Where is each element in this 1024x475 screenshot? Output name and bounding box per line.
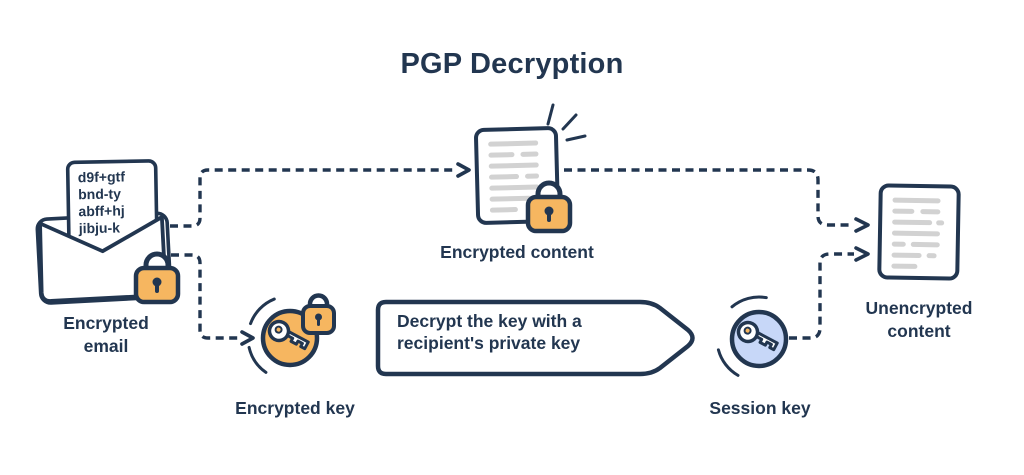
arrow-email-to-content	[170, 162, 471, 228]
decrypt-step-text: Decrypt the key with a recipient's priva…	[397, 310, 667, 354]
sparkle-marks	[546, 103, 587, 142]
key-icon	[736, 320, 779, 352]
encrypted-key-icon	[246, 293, 336, 382]
diagram-title: PGP Decryption	[400, 48, 624, 80]
ciphertext-line: d9f+gtf	[78, 168, 126, 185]
session-key-icon	[715, 295, 803, 383]
unencrypted-content-icon	[877, 183, 961, 281]
document-icon	[474, 126, 561, 225]
encrypted-email-label: Encrypted email	[63, 313, 149, 356]
ciphertext-line: bnd-ty	[78, 185, 121, 202]
decrypt-step-line2: recipient's private key	[397, 333, 581, 353]
ciphertext-paper: d9f+gtf bnd-ty abff+hj jibju-k	[65, 159, 159, 265]
encrypted-email-icon: d9f+gtf bnd-ty abff+hj jibju-k	[35, 159, 181, 305]
encrypted-content-icon	[474, 103, 587, 234]
unencrypted-content-label: Unencrypted content	[865, 298, 973, 341]
lock-icon	[133, 251, 181, 305]
document-icon	[877, 183, 961, 281]
decrypt-step-line1: Decrypt the key with a	[397, 311, 582, 331]
arrow-content-to-unencrypted	[564, 168, 870, 233]
arrow-email-to-key	[171, 253, 255, 346]
encrypted-content-label: Encrypted content	[440, 242, 594, 262]
lock-icon	[525, 180, 573, 234]
decrypt-step-box	[375, 299, 695, 377]
arrow-sessionkey-to-unencrypted	[789, 246, 870, 340]
ciphertext-line: jibju-k	[78, 219, 121, 236]
key-icon	[267, 319, 310, 351]
ciphertext-line: abff+hj	[78, 202, 125, 219]
session-key-label: Session key	[709, 398, 811, 418]
encrypted-key-label: Encrypted key	[235, 398, 355, 418]
lock-icon	[301, 293, 336, 335]
